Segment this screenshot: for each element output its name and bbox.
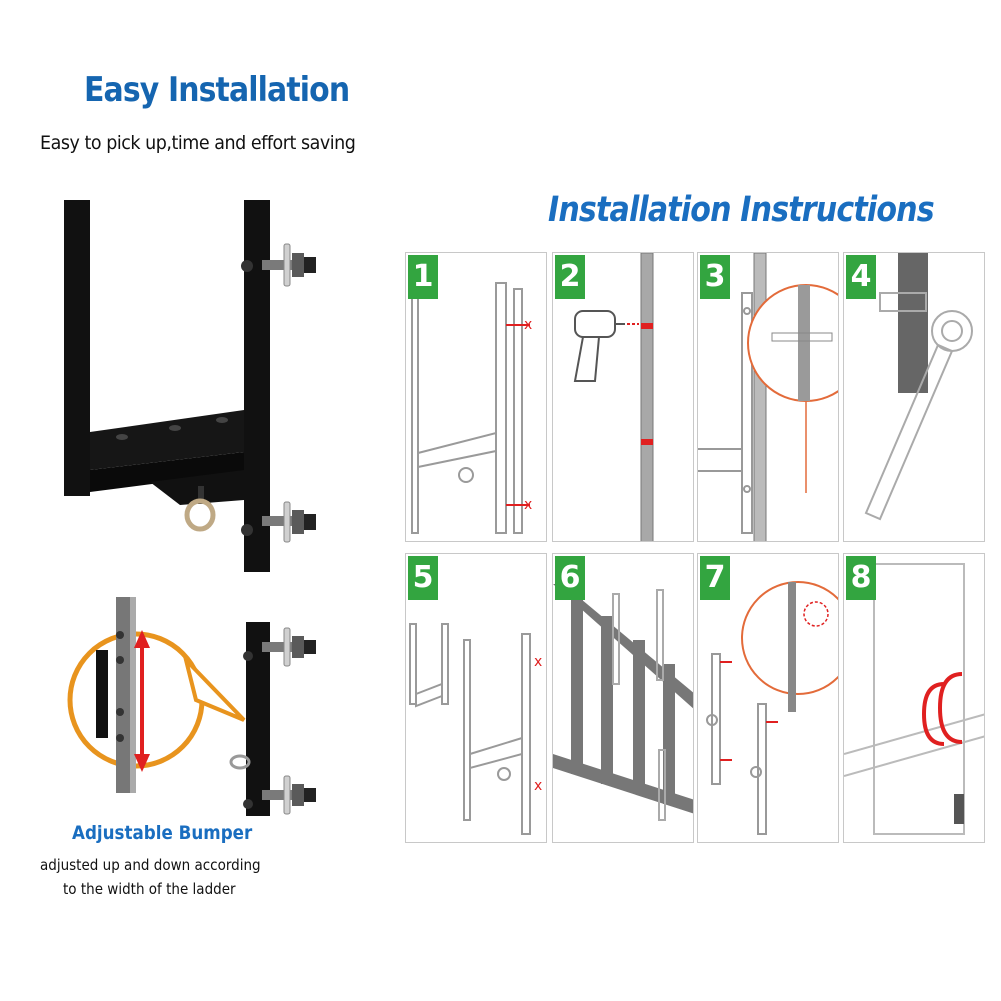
step-panel-5: x x 5 — [405, 553, 547, 843]
step-number-badge: 2 — [555, 255, 585, 299]
step-number-badge: 4 — [846, 255, 876, 299]
step-number-badge: 7 — [700, 556, 730, 600]
step-panel-6: 6 — [552, 553, 694, 843]
wrench-icon — [864, 292, 973, 521]
easy-installation-subtitle: Easy to pick up,time and effort saving — [40, 132, 356, 154]
easy-installation-title: Easy Installation — [84, 70, 350, 110]
step-3-illustration — [698, 253, 838, 541]
svg-text:x: x — [524, 497, 532, 513]
step-panel-8: 8 — [843, 553, 985, 843]
step-number-badge: 8 — [846, 556, 876, 600]
step-8-illustration — [844, 563, 984, 835]
step-5-illustration: x x — [409, 623, 542, 835]
installation-instructions-title: Installation Instructions — [548, 190, 935, 230]
svg-text:x: x — [524, 317, 532, 333]
step-panel-4: 4 — [843, 252, 985, 542]
step-number-badge: 3 — [700, 255, 730, 299]
hook-icon — [921, 672, 963, 746]
step-number-badge: 6 — [555, 556, 585, 600]
step-panel-3: 3 — [697, 252, 839, 542]
step-number-badge: 1 — [408, 255, 438, 299]
step-number-badge: 5 — [408, 556, 438, 600]
step-2-illustration — [573, 253, 654, 541]
svg-text:x: x — [534, 778, 542, 794]
step-panel-1: x x 1 — [405, 252, 547, 542]
step-7-illustration — [706, 581, 838, 835]
step-4-illustration — [864, 253, 973, 521]
drill-icon — [573, 310, 625, 382]
adjustable-bumper-title: Adjustable Bumper — [72, 822, 253, 844]
step-panel-2: 2 — [552, 252, 694, 542]
step-6-illustration — [553, 584, 693, 821]
bumper-description-line-1: adjusted up and down according — [40, 856, 261, 874]
step-panel-7: 7 — [697, 553, 839, 843]
svg-text:x: x — [534, 654, 542, 670]
bumper-description-line-2: to the width of the ladder — [63, 880, 236, 898]
